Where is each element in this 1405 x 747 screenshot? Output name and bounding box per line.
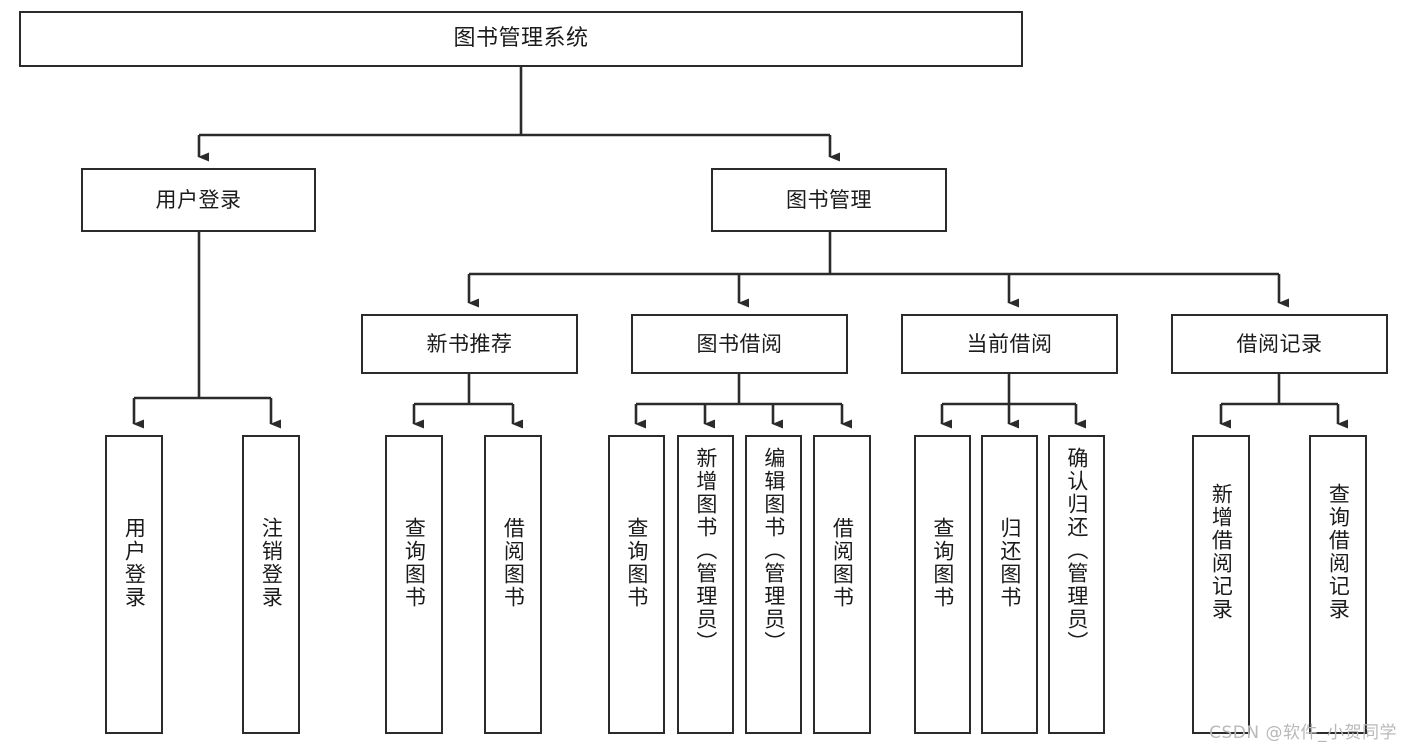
node-label: 编辑图书（管理员）	[761, 447, 786, 654]
node-current-borrow[interactable]: 当前借阅	[901, 314, 1118, 374]
leaf-confirm-return[interactable]: 确认归还（管理员）	[1048, 435, 1105, 734]
node-label: 确认归还（管理员）	[1064, 447, 1089, 654]
node-label: 借阅记录	[1236, 331, 1323, 356]
node-book-management[interactable]: 图书管理	[711, 168, 947, 232]
node-label: 注销登录	[259, 517, 284, 609]
node-label: 当前借阅	[966, 331, 1053, 356]
node-label: 查询借阅记录	[1326, 483, 1351, 621]
node-label: 借阅图书	[501, 517, 526, 609]
leaf-edit-book[interactable]: 编辑图书（管理员）	[745, 435, 802, 734]
node-label: 查询图书	[624, 517, 649, 609]
leaf-user-login[interactable]: 用户登录	[105, 435, 163, 734]
csdn-watermark: CSDN @软件_小贺同学	[1209, 723, 1397, 743]
leaf-return-book[interactable]: 归还图书	[981, 435, 1038, 734]
node-label: 用户登录	[122, 517, 147, 609]
node-label: 查询图书	[402, 517, 427, 609]
node-label: 图书管理系统	[453, 25, 589, 51]
node-label: 用户登录	[155, 187, 242, 212]
leaf-borrow-book-recommend[interactable]: 借阅图书	[484, 435, 542, 734]
node-label: 新增借阅记录	[1209, 483, 1234, 621]
leaf-query-book-borrow[interactable]: 查询图书	[608, 435, 665, 734]
leaf-user-logout[interactable]: 注销登录	[242, 435, 300, 734]
node-label: 借阅图书	[830, 517, 855, 609]
node-new-book-recommend[interactable]: 新书推荐	[361, 314, 578, 374]
node-book-borrow[interactable]: 图书借阅	[631, 314, 848, 374]
node-label: 图书借阅	[696, 331, 783, 356]
node-borrow-record[interactable]: 借阅记录	[1171, 314, 1388, 374]
leaf-add-borrow-record[interactable]: 新增借阅记录	[1192, 435, 1250, 734]
leaf-query-book-recommend[interactable]: 查询图书	[385, 435, 443, 734]
node-user-login[interactable]: 用户登录	[81, 168, 316, 232]
leaf-borrow-book[interactable]: 借阅图书	[813, 435, 871, 734]
node-root-system[interactable]: 图书管理系统	[19, 11, 1023, 67]
leaf-query-borrow-record[interactable]: 查询借阅记录	[1309, 435, 1367, 734]
leaf-add-book[interactable]: 新增图书（管理员）	[677, 435, 734, 734]
node-label: 图书管理	[786, 187, 872, 212]
node-label: 归还图书	[997, 517, 1022, 609]
leaf-query-book-current[interactable]: 查询图书	[914, 435, 971, 734]
node-label: 新增图书（管理员）	[693, 447, 718, 654]
node-label: 查询图书	[930, 517, 955, 609]
node-label: 新书推荐	[426, 331, 513, 356]
